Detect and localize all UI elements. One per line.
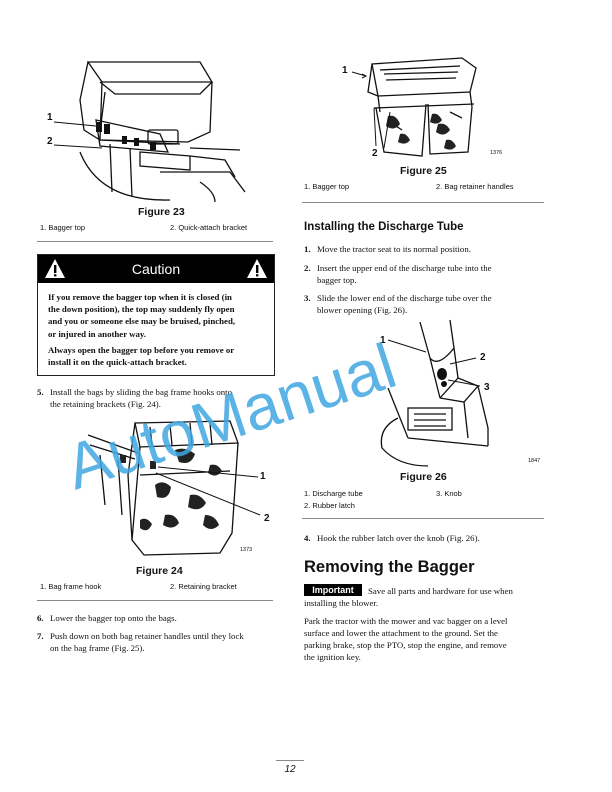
figure-25-rule — [302, 202, 544, 203]
figure-25-legend-2: 2. Bag retainer handles — [436, 182, 514, 191]
important-note-line-1: Save all parts and hardware for use when — [368, 586, 513, 596]
step-text-line: Slide the lower end of the discharge tub… — [317, 293, 492, 303]
caution-instruction-text: Always open the bagger top before you re… — [48, 344, 268, 368]
figure-26-rule — [302, 518, 544, 519]
removing-paragraph: Park the tractor with the mower and vac … — [304, 615, 554, 663]
figure-26-number: 1847 — [528, 458, 541, 464]
paragraph-line: Park the tractor with the mower and vac … — [304, 616, 508, 626]
figure-26-callout-3: 3 — [484, 382, 490, 393]
figure-26-legend-2: 2. Rubber latch — [304, 501, 355, 510]
figure-24-rule — [37, 600, 273, 601]
step-5: 5. Install the bags by sliding the bag f… — [37, 386, 277, 410]
figure-24-legend-2: 2. Retaining bracket — [170, 582, 237, 591]
caution-line: install it on the quick-attach bracket. — [48, 357, 187, 368]
figure-25-illustration — [351, 57, 477, 157]
discharge-step-1: 1. Move the tractor seat to its normal p… — [304, 243, 552, 257]
step-7: 7. Push down on both bag retainer handle… — [37, 630, 277, 656]
figure-23-rule — [37, 241, 273, 242]
step-6: 6. Lower the bagger top onto the bags. — [37, 612, 277, 626]
warning-icon — [247, 259, 267, 278]
figure-26-callout-2: 2 — [480, 352, 486, 363]
figure-23-illustration — [53, 61, 246, 202]
caution-box: Caution If you remove the bagger top whe… — [37, 254, 275, 376]
step-text-line: Lower the bagger top onto the bags. — [50, 613, 177, 623]
figure-24-title: Figure 24 — [136, 565, 183, 577]
step-number: 1. — [304, 244, 311, 254]
figure-24-callout-1: 1 — [260, 471, 266, 482]
figure-25-callout-1: 1 — [342, 65, 348, 76]
discharge-step-2: 2. Insert the upper end of the discharge… — [304, 262, 552, 288]
figure-25-callout-2: 2 — [372, 148, 378, 159]
caution-line: and you or someone else may be bruised, … — [48, 316, 236, 327]
discharge-step-3: 3. Slide the lower end of the discharge … — [304, 292, 552, 318]
paragraph-line: parking brake, stop the PTO, stop the en… — [304, 640, 507, 650]
figure-26-legend-1: 1. Discharge tube — [304, 489, 363, 498]
section-heading-discharge-tube: Installing the Discharge Tube — [304, 221, 464, 233]
footer-rule — [276, 760, 304, 761]
step-number: 7. — [37, 631, 44, 641]
caution-title: Caution — [131, 261, 181, 277]
figure-24-illustration — [87, 420, 261, 556]
figure-26-legend-3: 3. Knob — [436, 489, 462, 498]
section-heading-removing-bagger: Removing the Bagger — [304, 558, 475, 576]
caution-warning-text: If you remove the bagger top when it is … — [48, 291, 268, 340]
figure-25-legend-1: 1. Bagger top — [304, 182, 350, 191]
step-text-line: Hook the rubber latch over the knob (Fig… — [317, 533, 480, 543]
figure-23-callout-2: 2 — [47, 136, 53, 147]
paragraph-line: the ignition key. — [304, 652, 361, 662]
figure-23-title: Figure 23 — [138, 206, 185, 218]
step-number: 5. — [37, 387, 44, 397]
step-text-line: Insert the upper end of the discharge tu… — [317, 263, 492, 273]
figure-24-callout-2: 2 — [264, 513, 270, 524]
paragraph-line: surface and lower the attachment to the … — [304, 628, 498, 638]
caution-header: Caution — [38, 255, 274, 283]
caution-line: Always open the bagger top before you re… — [48, 345, 235, 355]
important-note-line-2: installing the blower. — [304, 598, 379, 608]
important-badge: Important — [304, 584, 362, 596]
caution-line: the down position), the top may suddenly… — [48, 304, 235, 315]
step-text-line: Install the bags by sliding the bag fram… — [50, 387, 233, 397]
step-text-line: Move the tractor seat to its normal posi… — [317, 244, 471, 254]
figure-24-number: 1373 — [240, 547, 253, 553]
step-number: 2. — [304, 263, 311, 273]
step-text-line: on the bag frame (Fig. 25). — [50, 643, 145, 653]
step-text-line: Push down on both bag retainer handles u… — [50, 631, 244, 641]
page-number: 12 — [284, 764, 296, 775]
step-number: 6. — [37, 613, 44, 623]
discharge-step-4: 4. Hook the rubber latch over the knob (… — [304, 532, 552, 546]
figure-26-title: Figure 26 — [400, 471, 447, 483]
step-number: 4. — [304, 533, 311, 543]
figure-23-callout-1: 1 — [47, 112, 53, 123]
figure-23-legend-1: 1. Bagger top — [40, 223, 86, 232]
figure-25-number: 1376 — [490, 150, 503, 156]
step-text-line: bagger top. — [317, 275, 357, 285]
step-text-line: blower opening (Fig. 26). — [317, 305, 408, 315]
caution-line: or injured in another way. — [48, 328, 147, 339]
caution-line: If you remove the bagger top when it is … — [48, 292, 232, 302]
warning-icon — [45, 259, 65, 278]
step-text-line: the retaining brackets (Fig. 24). — [50, 399, 161, 409]
figure-24-legend-1: 1. Bag frame hook — [40, 582, 102, 591]
figure-25-title: Figure 25 — [400, 165, 447, 177]
figure-23-legend-2: 2. Quick-attach bracket — [170, 223, 248, 232]
figure-26-callout-1: 1 — [380, 335, 386, 346]
step-number: 3. — [304, 293, 311, 303]
figure-26-illustration — [380, 319, 489, 467]
